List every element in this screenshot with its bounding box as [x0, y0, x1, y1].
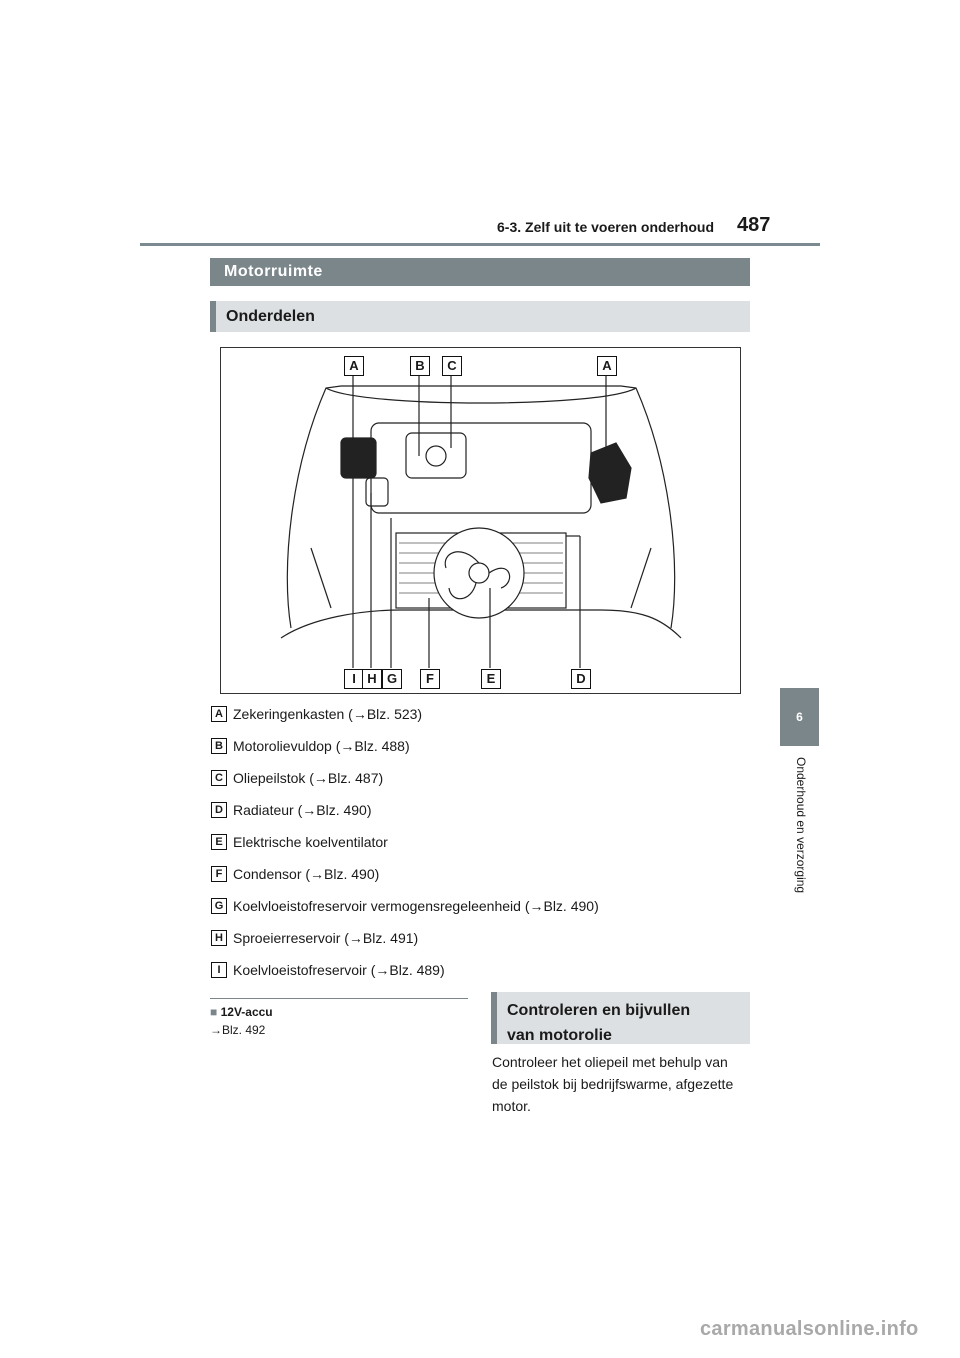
body-paragraph: Controleer het oliepeil met behulp van d… — [492, 1051, 752, 1117]
note-reference: →Blz. 492 — [210, 1023, 266, 1037]
list-item-text: Sproeierreservoir (→Blz. 491) — [233, 930, 419, 946]
note-title: 12V-accu — [220, 1005, 273, 1019]
subsection2-line1: Controleren en bijvullen — [507, 1002, 691, 1019]
body-line-2: de peilstok bij bedrijfswarme, afgezette — [492, 1076, 734, 1092]
section-title-bar: Motorruimte — [210, 258, 750, 286]
subsection-title: Onderdelen — [226, 307, 315, 325]
list-item: I Koelvloeistofreservoir (→Blz. 489) — [211, 961, 445, 979]
letter-badge: E — [211, 834, 227, 850]
note-title-line: ■ 12V-accu — [210, 1005, 273, 1019]
list-item: G Koelvloeistofreservoir vermogensregele… — [211, 897, 599, 915]
list-item-text: Radiateur (→Blz. 490) — [233, 802, 372, 818]
header-rule — [140, 243, 820, 246]
section-title: Motorruimte — [224, 263, 323, 280]
note-bullet: ■ — [210, 1005, 218, 1019]
list-item: D Radiateur (→Blz. 490) — [211, 801, 372, 819]
list-item: C Oliepeilstok (→Blz. 487) — [211, 769, 383, 787]
letter-badge: A — [211, 706, 227, 722]
list-item-text: Zekeringenkasten (→Blz. 523) — [233, 706, 423, 722]
parts-list: A Zekeringenkasten (→Blz. 523) B Motorol… — [211, 705, 731, 980]
list-item-text: Koelvloeistofreservoir vermogensregeleen… — [233, 898, 599, 914]
subsection-title-bar: Onderdelen — [210, 301, 750, 332]
callout-i: I — [344, 669, 364, 689]
list-item: B Motorolievuldop (→Blz. 488) — [211, 737, 410, 755]
callout-h: H — [362, 669, 382, 689]
body-line-1: Controleer het oliepeil met behulp van — [492, 1054, 728, 1070]
body-line-3: motor. — [492, 1098, 531, 1114]
list-item-text: Elektrische koelventilator — [233, 834, 388, 850]
callout-c: C — [442, 356, 462, 376]
letter-badge: C — [211, 770, 227, 786]
callout-d: D — [571, 669, 591, 689]
chapter-tab: 6 — [780, 688, 819, 746]
page-number: 487 — [737, 214, 771, 236]
letter-badge: H — [211, 930, 227, 946]
list-item: E Elektrische koelventilator — [211, 833, 388, 851]
letter-badge: I — [211, 962, 227, 978]
callout-e: E — [481, 669, 501, 689]
callout-a-right: A — [597, 356, 617, 376]
note-rule — [210, 998, 468, 999]
letter-badge: B — [211, 738, 227, 754]
engine-bay-illustration — [280, 375, 682, 668]
list-item-text: Motorolievuldop (→Blz. 488) — [233, 738, 410, 754]
callout-f: F — [420, 669, 440, 689]
list-item: A Zekeringenkasten (→Blz. 523) — [211, 705, 422, 723]
list-item-text: Oliepeilstok (→Blz. 487) — [233, 770, 384, 786]
letter-badge: F — [211, 866, 227, 882]
subsection2-line2: van motorolie — [507, 1027, 612, 1044]
chapter-label: Onderhoud en verzorging — [794, 757, 808, 894]
callout-b: B — [410, 356, 430, 376]
list-item-text: Koelvloeistofreservoir (→Blz. 489) — [233, 962, 445, 978]
letter-badge: D — [211, 802, 227, 818]
watermark: carmanualsonline.info — [700, 1318, 919, 1340]
list-item: H Sproeierreservoir (→Blz. 491) — [211, 929, 418, 947]
engine-bay-figure: A B C A I H G F E D — [220, 347, 741, 694]
callout-g: G — [382, 669, 402, 689]
running-header: 6-3. Zelf uit te voeren onderhoud — [497, 219, 715, 235]
list-item-text: Condensor (→Blz. 490) — [233, 866, 380, 882]
letter-badge: G — [211, 898, 227, 914]
chapter-number: 6 — [796, 710, 803, 724]
list-item: F Condensor (→Blz. 490) — [211, 865, 379, 883]
callout-a-left: A — [344, 356, 364, 376]
subsection-title-bar-2: Controleren en bijvullen van motorolie — [491, 992, 750, 1044]
